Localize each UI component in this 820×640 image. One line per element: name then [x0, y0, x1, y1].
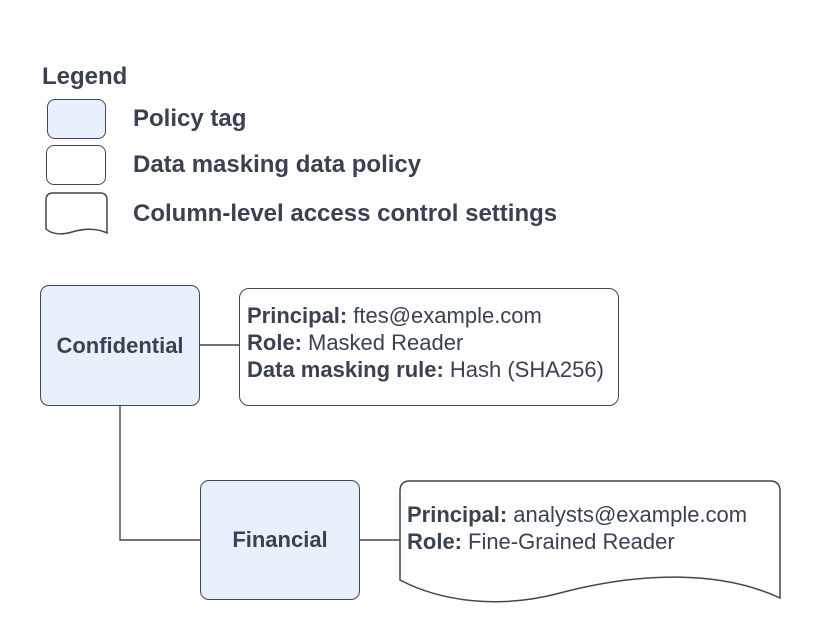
field-role: Role:Fine-Grained Reader: [407, 528, 747, 555]
field-principal-label: Principal:: [407, 502, 508, 527]
field-principal: Principal:analysts@example.com: [407, 501, 747, 528]
column-access-shape: [399, 480, 781, 603]
connector-confidential-financial: [119, 406, 200, 541]
column-settings-swatch-shape: [45, 192, 108, 235]
policy-tag-swatch: [47, 99, 106, 139]
legend-item-policy-tag: Policy tag: [133, 105, 247, 132]
field-principal-value: ftes@example.com: [353, 303, 542, 328]
field-role-value: Masked Reader: [308, 330, 464, 355]
node-confidential-label: Confidential: [56, 332, 184, 358]
field-masking-rule: Data masking rule:Hash (SHA256): [247, 356, 604, 383]
data-masking-policy-swatch: [46, 145, 106, 185]
field-role-value: Fine-Grained Reader: [468, 529, 675, 554]
node-financial: Financial: [200, 480, 360, 600]
legend-title: Legend: [42, 63, 128, 90]
node-confidential: Confidential: [40, 285, 200, 406]
legend-item-data-masking-policy: Data masking data policy: [133, 151, 422, 178]
node-financial-label: Financial: [232, 527, 328, 552]
masking-policy-fields: Principal:ftes@example.com Role:Masked R…: [247, 302, 604, 383]
field-role: Role:Masked Reader: [247, 329, 604, 356]
field-principal-value: analysts@example.com: [513, 502, 748, 527]
node-masking-policy: [239, 288, 619, 406]
column-access-fields: Principal:analysts@example.com Role:Fine…: [407, 501, 747, 555]
field-masking-rule-value: Hash (SHA256): [449, 357, 604, 382]
field-role-label: Role:: [247, 330, 302, 355]
field-role-label: Role:: [407, 529, 462, 554]
field-principal: Principal:ftes@example.com: [247, 302, 604, 329]
legend-item-column-settings: Column-level access control settings: [133, 200, 558, 227]
field-principal-label: Principal:: [247, 303, 348, 328]
field-masking-rule-label: Data masking rule:: [247, 357, 444, 382]
